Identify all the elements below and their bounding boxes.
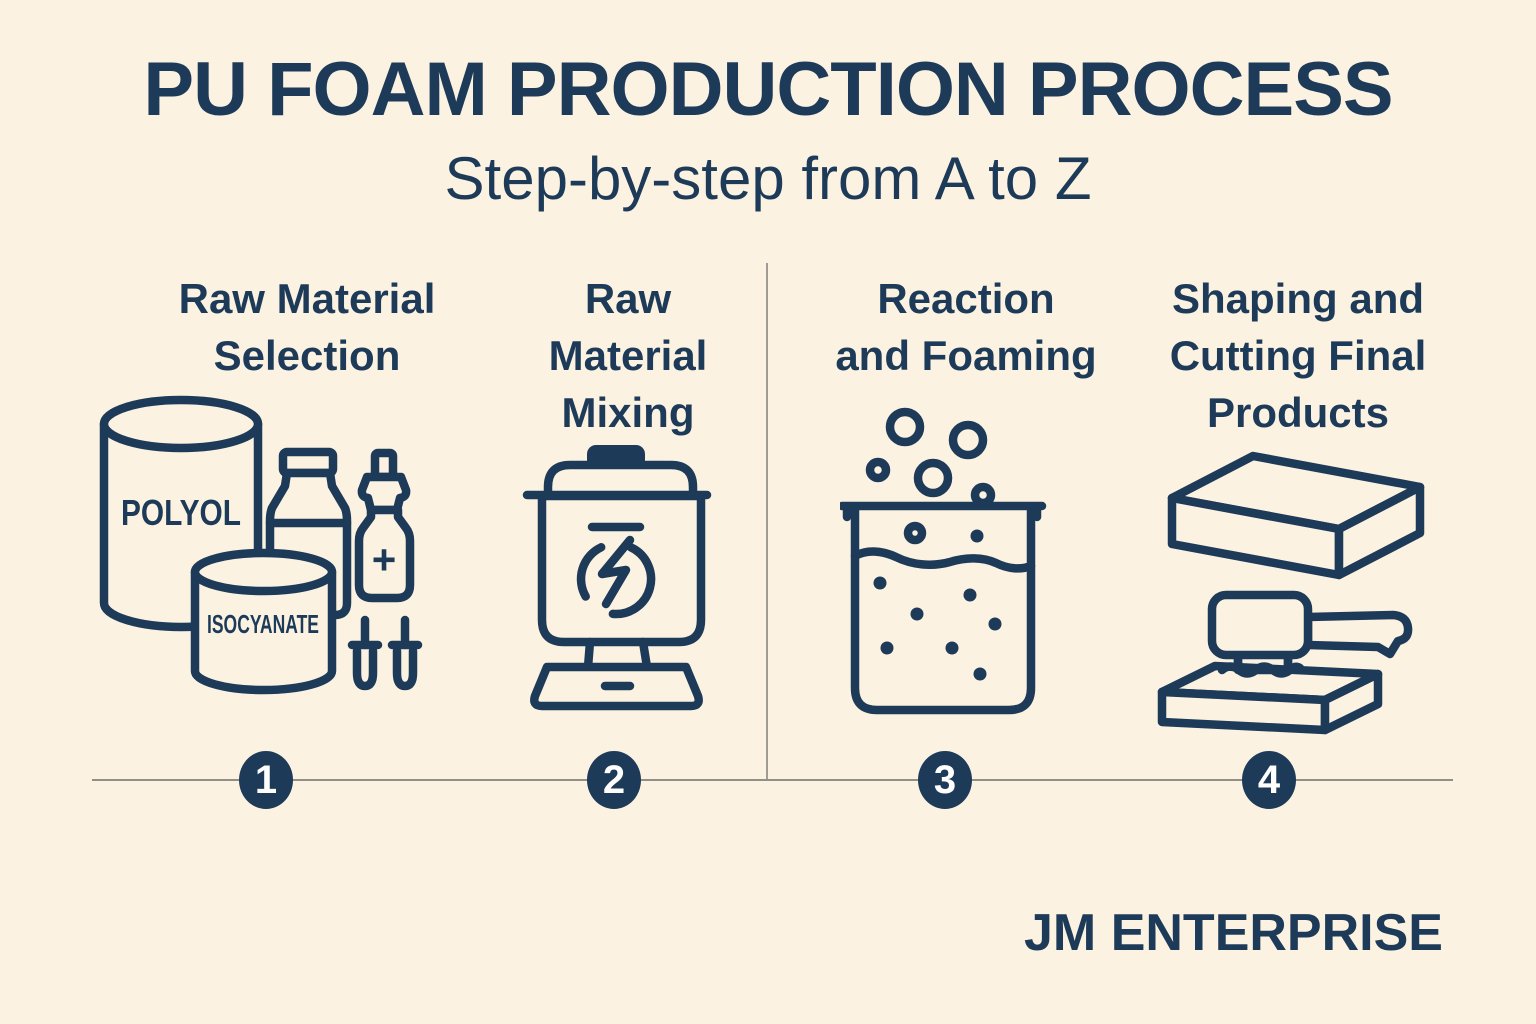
isocyanate-label: ISOCYANATE bbox=[207, 609, 319, 639]
mixer-icon bbox=[522, 445, 712, 711]
polyol-drum-icon: POLYOL bbox=[99, 395, 263, 632]
cutter-body bbox=[1207, 590, 1313, 660]
cut-wave bbox=[1217, 662, 1305, 678]
step-1-title-line-1: Raw Material bbox=[178, 275, 436, 322]
isocyanate-can-icon: ISOCYANATE bbox=[190, 548, 337, 695]
cutter-icon bbox=[1207, 590, 1413, 678]
cutter-handle bbox=[1303, 610, 1413, 659]
step-2-title-line-3: Mixing bbox=[561, 389, 695, 436]
step-4-title: Shaping and Cutting Final Products bbox=[1130, 270, 1466, 441]
step-2-title: Raw Material Mixing bbox=[518, 270, 738, 441]
brand-text: JM ENTERPRISE bbox=[1024, 904, 1443, 962]
polyol-label: POLYOL bbox=[121, 492, 241, 533]
bubble-icon bbox=[873, 521, 1002, 681]
shaping-and-cutting-icon bbox=[1157, 451, 1425, 735]
step-2-title-line-2: Material bbox=[548, 332, 708, 379]
step-3-number-badge: 3 bbox=[918, 751, 972, 809]
step-3-title: Reaction and Foaming bbox=[790, 270, 1142, 384]
dropper-icon bbox=[387, 615, 423, 691]
page-subtitle: Step-by-step from A to Z bbox=[444, 145, 1092, 212]
energy-circle-icon bbox=[576, 535, 656, 619]
dropper-bottle-icon: + bbox=[354, 448, 415, 603]
beaker-body bbox=[850, 505, 1036, 715]
raw-material-selection-icon: POLYOL + ISOCYANATE bbox=[99, 395, 423, 695]
foam-block-icon bbox=[1167, 451, 1425, 580]
step-4-title-line-2: Cutting Final bbox=[1169, 332, 1427, 379]
step-1-title-line-2: Selection bbox=[213, 332, 401, 379]
step-3-title-line-2: and Foaming bbox=[835, 332, 1097, 379]
beaker-rim-lips bbox=[842, 504, 1042, 522]
step-4-number-badge: 4 bbox=[1242, 751, 1296, 809]
timeline bbox=[92, 779, 1453, 781]
step-3-title-line-1: Reaction bbox=[877, 275, 1055, 322]
dropper-icon bbox=[347, 615, 383, 691]
step-1-title: Raw Material Selection bbox=[97, 270, 517, 384]
section-divider bbox=[766, 263, 768, 780]
lightning-bolt-icon bbox=[597, 535, 635, 609]
step-2-title-line-1: Raw bbox=[584, 275, 672, 322]
mixer-lid bbox=[543, 460, 698, 500]
page-title: PU FOAM PRODUCTION PROCESS bbox=[143, 47, 1393, 132]
step-2-number-badge: 2 bbox=[587, 751, 641, 809]
liquid-surface-wave bbox=[850, 547, 1036, 573]
step-4-title-line-3: Products bbox=[1206, 389, 1390, 436]
reaction-and-foaming-icon bbox=[840, 407, 1047, 715]
bubble-icon bbox=[865, 407, 996, 508]
foam-slab-icon bbox=[1157, 661, 1383, 735]
step-4-title-line-1: Shaping and bbox=[1172, 275, 1424, 322]
additive-plus-label: + bbox=[372, 536, 397, 583]
step-1-number-badge: 1 bbox=[239, 751, 293, 809]
